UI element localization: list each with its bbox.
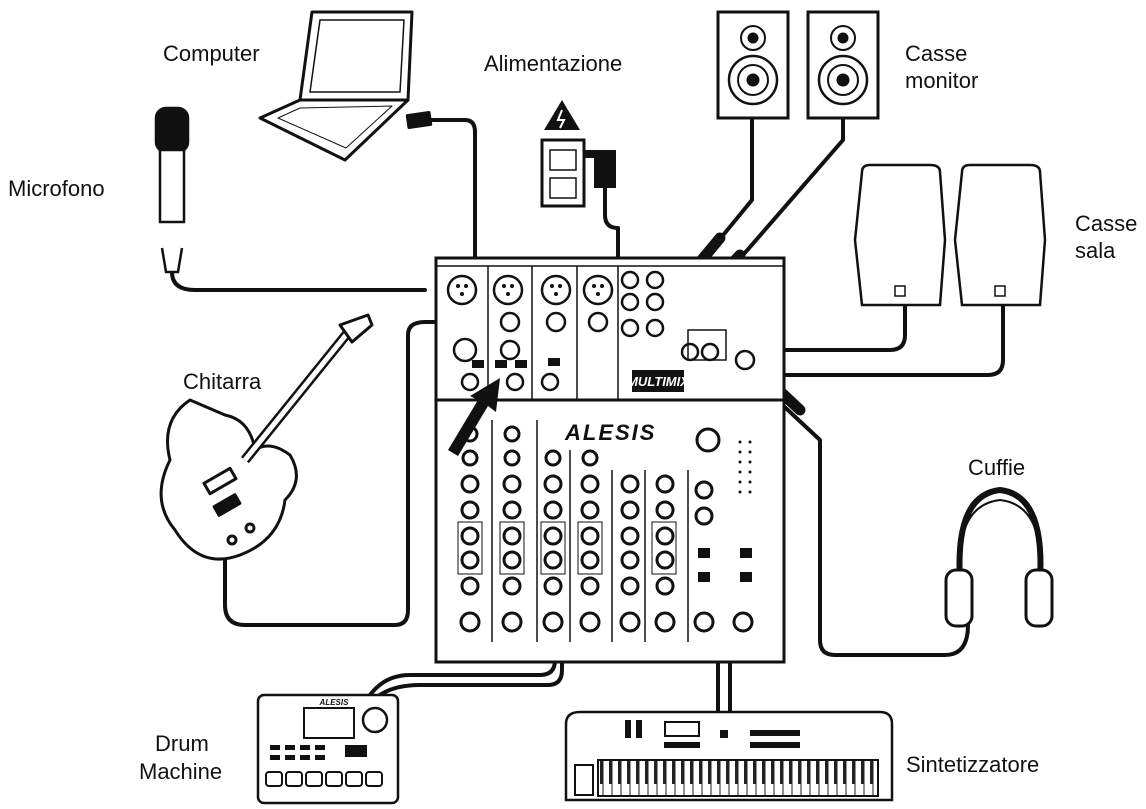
cable-main-left (733, 303, 907, 352)
arrow-icon (448, 378, 500, 456)
cable-drum-right (378, 358, 642, 697)
microphone-icon (154, 106, 190, 274)
main-speakers-icon (853, 163, 1047, 307)
cable-headphones (743, 368, 970, 657)
label-computer: Computer (163, 41, 260, 66)
mixer-brand: ALESIS (564, 420, 656, 445)
power-outlet-icon (540, 100, 616, 208)
label-sintetizzatore: Sintetizzatore (906, 752, 1040, 777)
cable-microphone (170, 270, 427, 292)
label-casse-sala-line1: Casse (1075, 211, 1138, 236)
label-drum-line2: Machine (139, 759, 223, 784)
cable-main-right (728, 303, 1005, 377)
cable-monitor-right (728, 118, 845, 272)
cable-guitar (223, 320, 472, 627)
guitar-icon (159, 313, 374, 561)
monitor-speakers-icon (716, 10, 880, 120)
computer-icon (258, 10, 433, 162)
headphones-icon (944, 486, 1054, 628)
label-alimentazione: Alimentazione (484, 51, 623, 76)
label-cuffie: Cuffie (968, 455, 1026, 480)
label-casse-monitor-line2: monitor (905, 68, 979, 93)
mixer: MULTIMIX ALESIS (434, 256, 786, 664)
label-chitarra: Chitarra (183, 369, 262, 394)
label-microfono: Microfono (8, 176, 105, 201)
label-drum-line1: Drum (155, 731, 209, 756)
drum-machine-brand: ALESIS (319, 698, 350, 707)
cable-monitor-left (713, 118, 754, 247)
mixer-model: MULTIMIX (627, 374, 690, 389)
label-casse-monitor-line1: Casse (905, 41, 968, 66)
drum-machine-icon: ALESIS (256, 693, 400, 805)
mixer-bottom-panel (434, 398, 786, 664)
cable-computer-usb (428, 118, 477, 264)
cable-power (603, 183, 620, 264)
synthesizer-icon (564, 710, 894, 802)
label-casse-sala-line2: sala (1075, 238, 1116, 263)
